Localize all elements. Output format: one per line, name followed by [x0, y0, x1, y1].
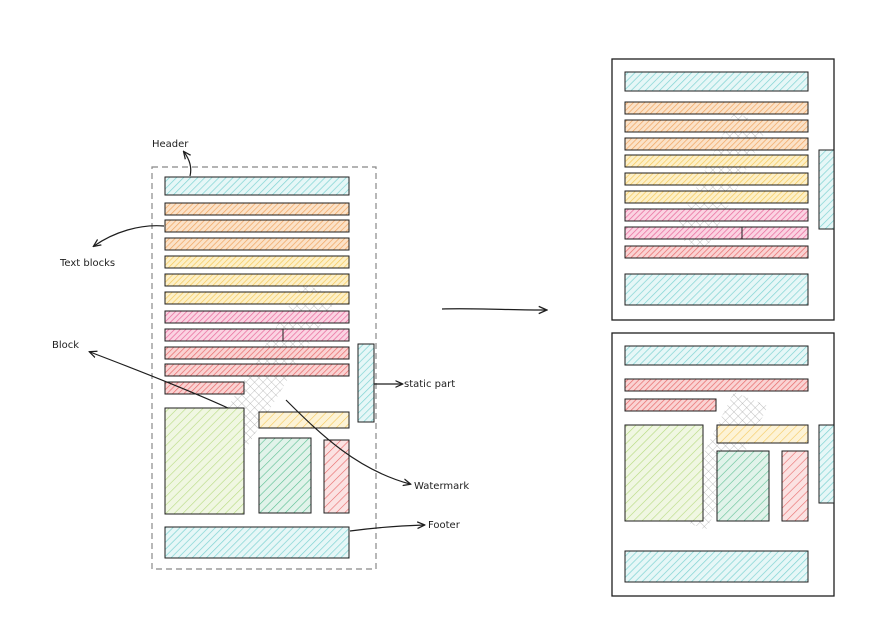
text-line — [164, 310, 350, 324]
side-block — [323, 439, 350, 514]
text-line — [624, 101, 809, 115]
transform-arrow — [441, 309, 546, 310]
text-blocks-arrow — [94, 225, 165, 246]
label-static-part: static part — [404, 379, 455, 390]
figure-block — [716, 450, 770, 522]
caption-block — [258, 411, 350, 429]
watermark-arrow — [285, 399, 410, 484]
footer-block — [164, 526, 350, 559]
text-line — [164, 346, 350, 360]
image-block — [164, 407, 245, 515]
text-blocks — [164, 202, 350, 395]
text-line — [624, 245, 809, 259]
footer-arrow — [349, 525, 424, 532]
text-line — [164, 363, 350, 377]
text-line — [164, 328, 350, 342]
text-line — [164, 291, 350, 305]
label-text-blocks: Text blocks — [59, 258, 115, 269]
text-line — [624, 208, 809, 222]
text-line — [164, 381, 245, 395]
label-header: Header — [152, 139, 189, 150]
text-line — [624, 137, 809, 151]
source-page — [151, 166, 377, 570]
figure-block — [258, 437, 312, 514]
image-block — [624, 424, 704, 522]
text-line — [164, 202, 350, 216]
label-block: Block — [52, 340, 79, 351]
text-line — [624, 119, 809, 133]
text-line — [624, 398, 717, 412]
caption-block — [716, 424, 809, 444]
header-arrow — [184, 152, 192, 177]
result-page-1 — [611, 58, 835, 321]
label-watermark: Watermark — [414, 481, 469, 492]
static-part-block — [818, 424, 835, 504]
static-part-block — [357, 343, 375, 423]
block-arrow — [90, 352, 229, 409]
text-line — [624, 190, 809, 204]
text-line — [624, 378, 809, 392]
label-footer: Footer — [428, 520, 461, 531]
text-line — [164, 273, 350, 287]
header-block — [624, 71, 809, 92]
annotation-arrows — [90, 152, 424, 532]
annotation-labels: Header Text blocks Block static part Wat… — [52, 139, 469, 531]
text-line — [164, 237, 350, 251]
page-boundary-dashed — [151, 166, 377, 570]
text-line — [164, 255, 350, 269]
side-block — [781, 450, 809, 522]
result-page-2 — [611, 332, 835, 597]
text-line — [624, 154, 809, 168]
text-line — [164, 219, 350, 233]
text-line — [624, 226, 809, 240]
header-block — [164, 176, 350, 196]
static-part-block — [818, 149, 835, 230]
footer-block — [624, 550, 809, 583]
header-block — [624, 345, 809, 366]
text-line — [624, 172, 809, 186]
footer-block — [624, 273, 809, 306]
